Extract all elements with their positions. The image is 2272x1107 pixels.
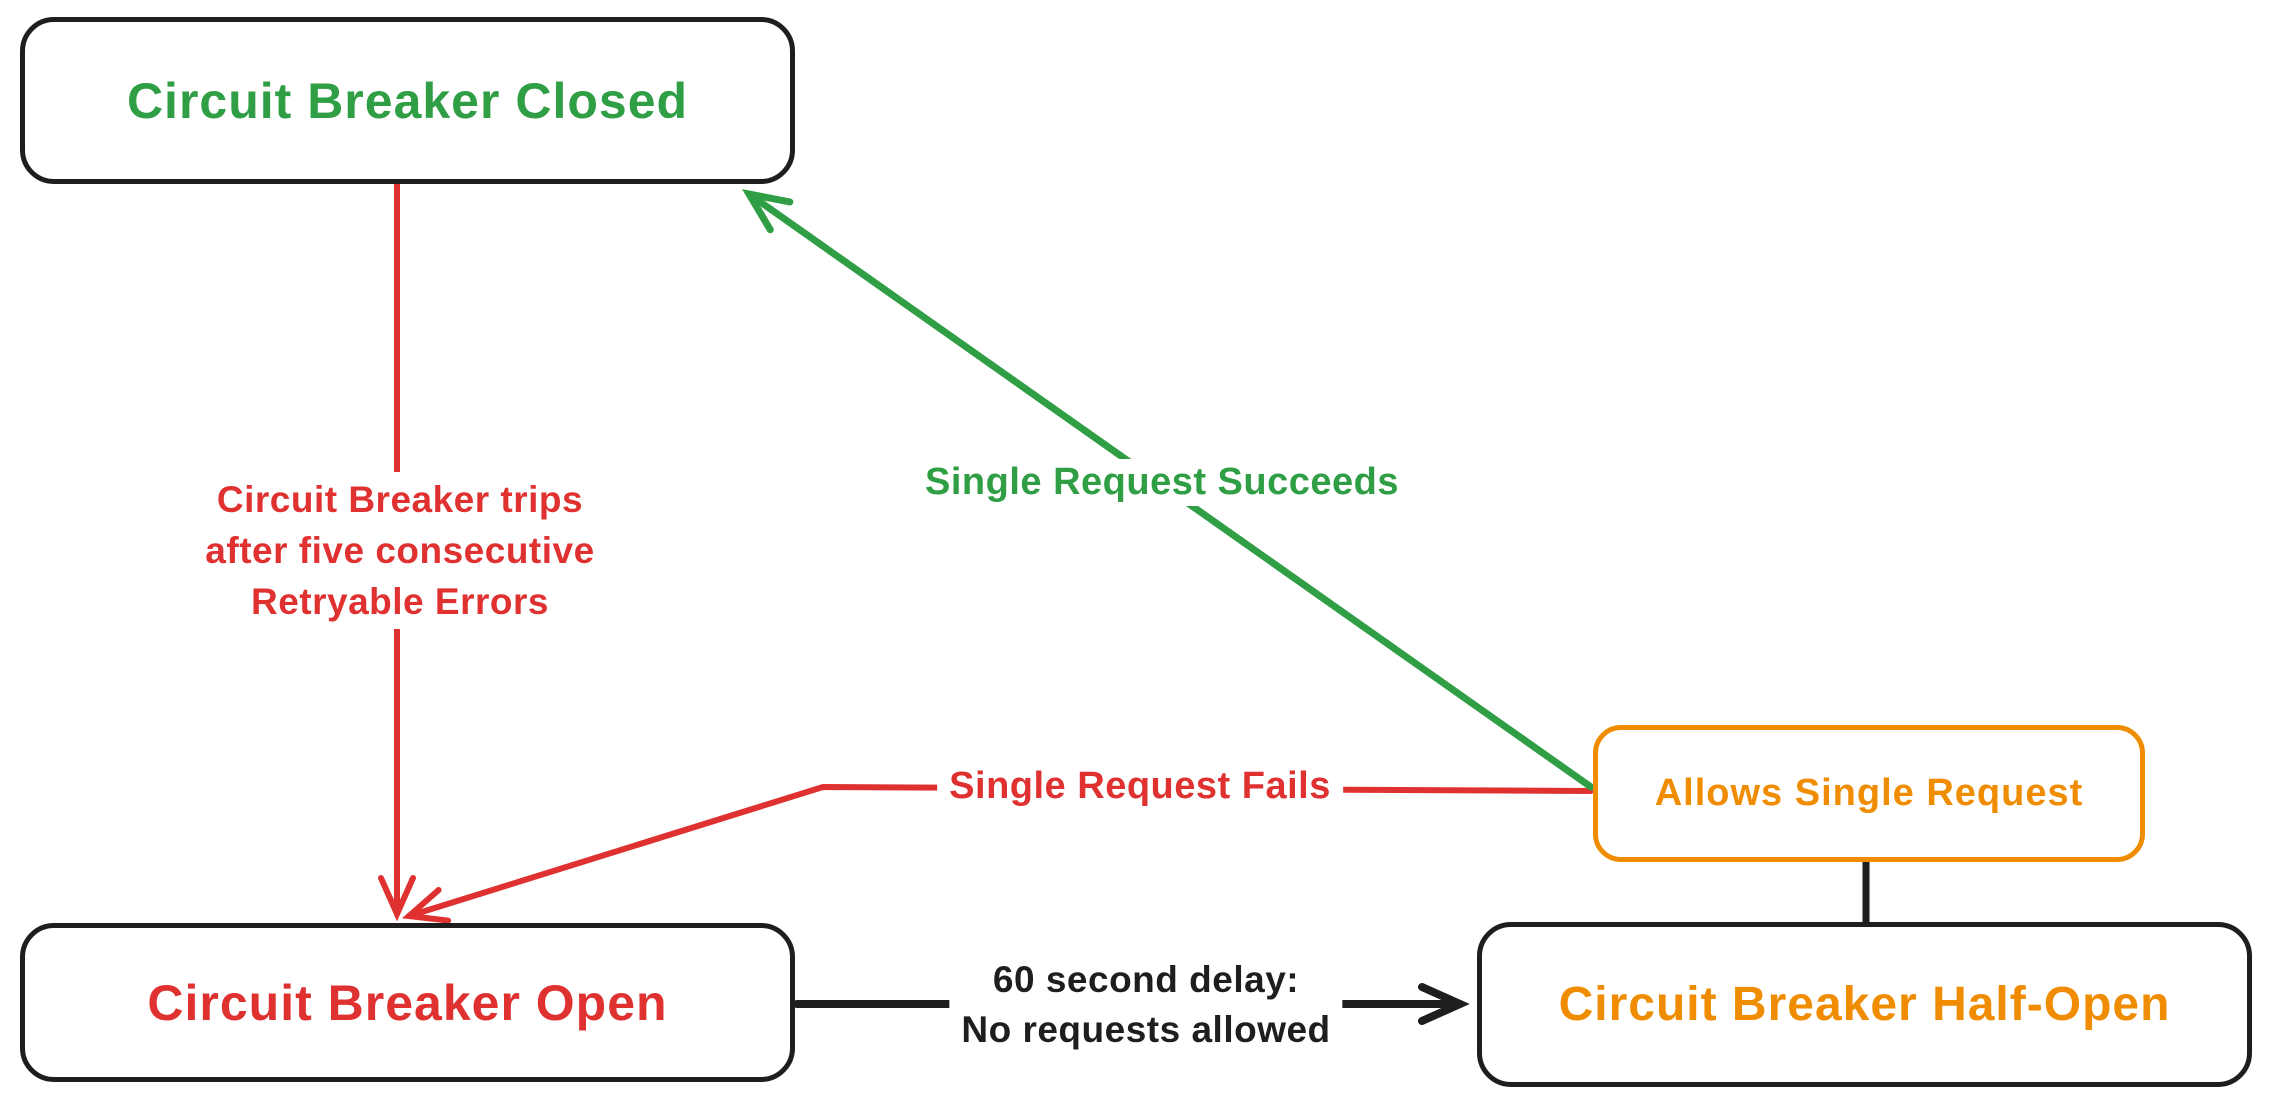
state-half-open-box: Circuit Breaker Half-Open <box>1477 922 2252 1087</box>
trip-edge-label-line3: Retryable Errors <box>251 581 549 623</box>
trip-edge-label: Circuit Breaker trips after five consecu… <box>193 472 607 630</box>
trip-edge-label-line1: Circuit Breaker trips <box>216 479 584 520</box>
succeeds-edge-label: Single Request Succeeds <box>913 459 1411 506</box>
trip-edge-label-line2: after five consecutive <box>205 530 595 572</box>
delay-edge-label-line1: 60 second delay: <box>992 959 1300 1000</box>
allows-single-request-label: Allows Single Request <box>1654 772 2084 814</box>
state-open-label: Circuit Breaker Open <box>147 974 668 1031</box>
state-closed-label: Circuit Breaker Closed <box>126 72 689 129</box>
state-open-box: Circuit Breaker Open <box>20 923 795 1082</box>
delay-edge-label: 60 second delay: No requests allowed <box>949 953 1343 1057</box>
state-half-open-label: Circuit Breaker Half-Open <box>1558 978 2171 1031</box>
fails-edge-label: Single Request Fails <box>937 763 1343 810</box>
allows-single-request-box: Allows Single Request <box>1593 725 2145 862</box>
delay-edge-label-line2: No requests allowed <box>961 1008 1331 1050</box>
state-closed-box: Circuit Breaker Closed <box>20 17 795 184</box>
